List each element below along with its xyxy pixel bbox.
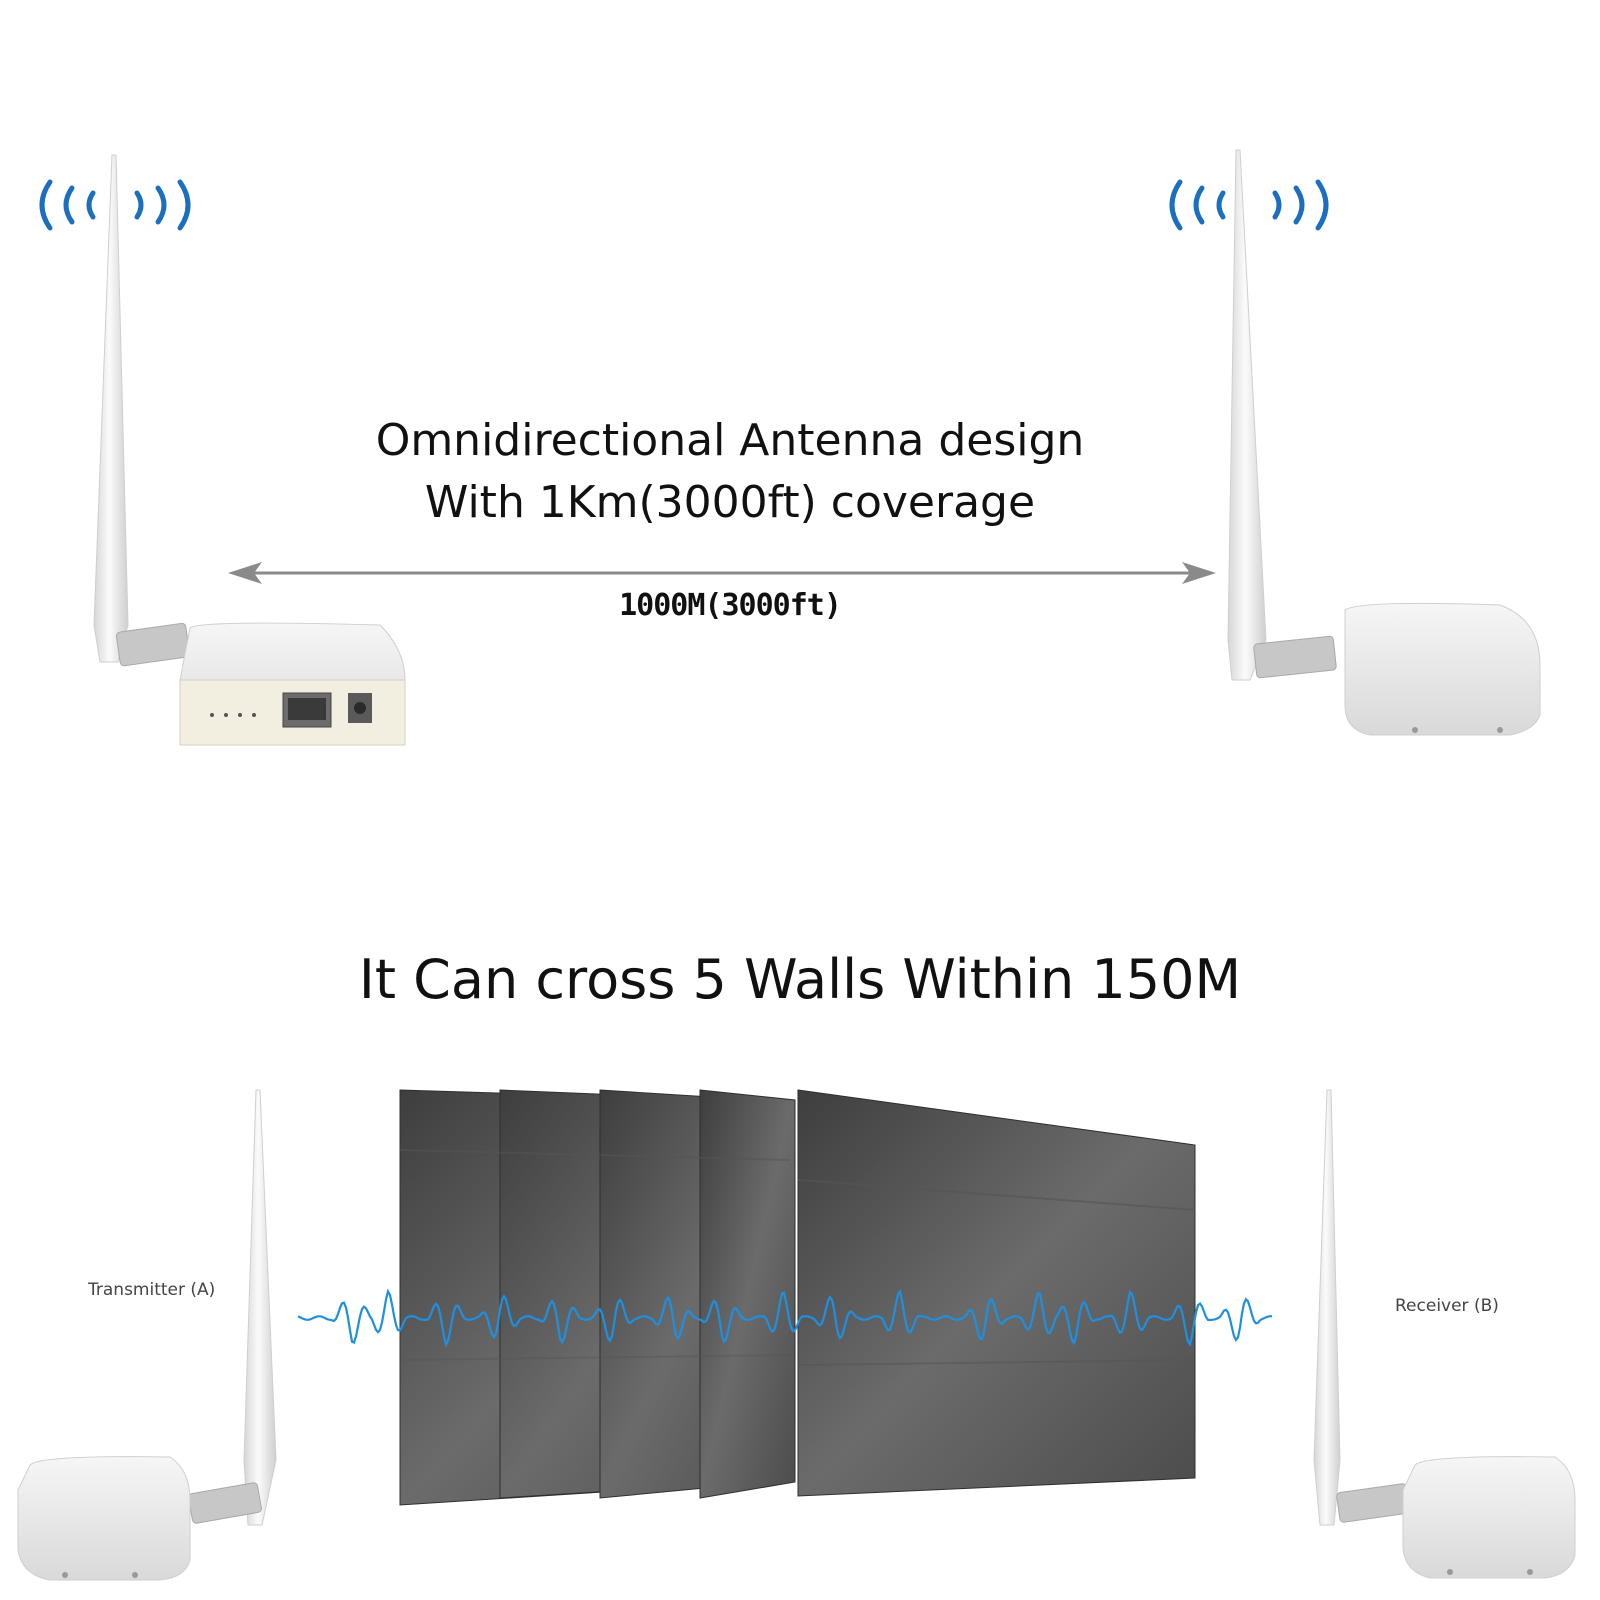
left-wifi-device: [93, 154, 406, 746]
transmitter-device: [17, 1089, 277, 1581]
antenna-headline-line2: With 1Km(3000ft) coverage: [424, 477, 1036, 528]
antenna-headline-line1: Omnidirectional Antenna design: [375, 415, 1085, 466]
signal-waveform: [297, 1288, 1273, 1348]
transmitter-label: Transmitter (A): [88, 1280, 216, 1300]
receiver-label: Receiver (B): [1395, 1296, 1499, 1316]
wall-5: [797, 1089, 1196, 1497]
wall-4: [699, 1089, 796, 1499]
concrete-walls: [399, 1089, 1196, 1506]
right-signal-waves-icon: [1169, 179, 1329, 231]
antenna-headline: Omnidirectional Antenna design With 1Km(…: [240, 410, 1220, 534]
distance-label: 1000M(3000ft): [619, 588, 842, 623]
left-signal-waves-icon: [39, 179, 191, 231]
walls-headline: It Can cross 5 Walls Within 150M: [358, 948, 1242, 1011]
distance-arrow: [228, 562, 1216, 584]
receiver-device: [1313, 1089, 1576, 1579]
right-wifi-device: [1227, 149, 1541, 736]
